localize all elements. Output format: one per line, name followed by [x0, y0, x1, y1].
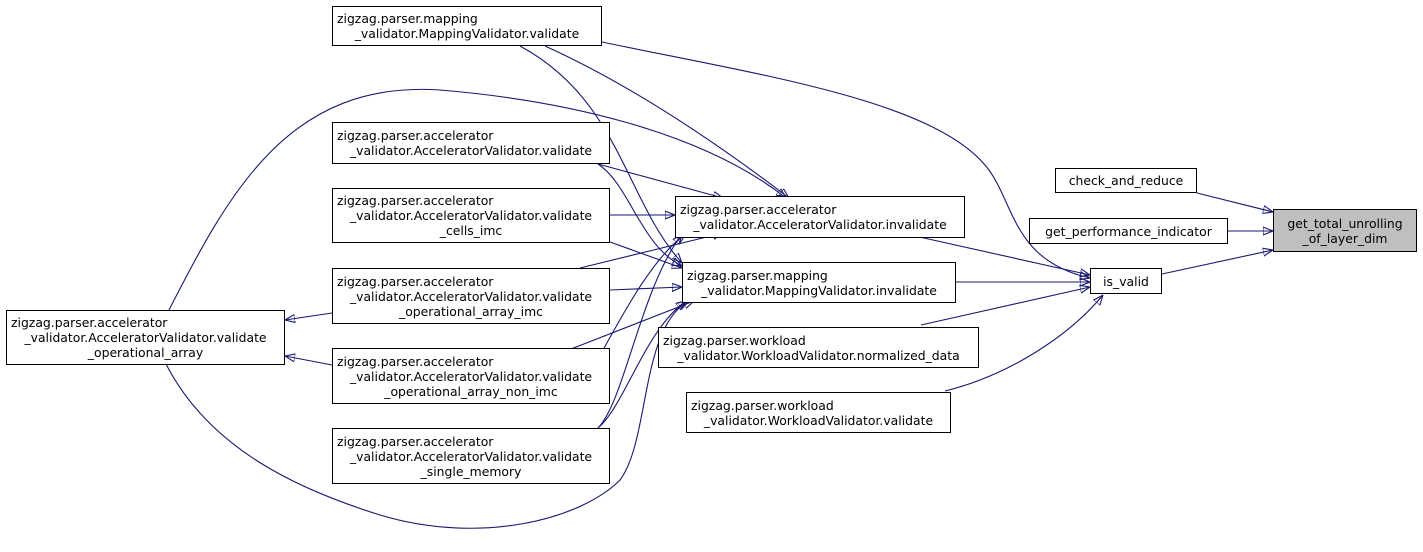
- node-get-total-unrolling-of-layer-dim: get_total_unrolling _of_layer_dim: [1273, 209, 1417, 252]
- node-label-line: _validator.MappingValidator.invalidate: [701, 282, 937, 298]
- node-mapping-validator-validate[interactable]: zigzag.parser.mapping _validator.Mapping…: [332, 6, 602, 46]
- node-label-line: _validator.AcceleratorValidator.validate: [349, 288, 593, 304]
- node-mapping-validator-invalidate[interactable]: zigzag.parser.mapping _validator.Mapping…: [682, 262, 956, 303]
- node-label-line: _validator.AcceleratorValidator.validate: [349, 448, 593, 464]
- edge-acc-validate-to-acc-invalidate: [597, 163, 723, 198]
- edge-acc-opar-non-imc-to-map-invalidate: [570, 301, 694, 350]
- node-label-line: is_valid: [1103, 273, 1149, 289]
- edge-acc-validate-to-map-invalidate: [597, 163, 682, 266]
- edge-acc-opar-imc-to-acc-opar: [285, 312, 333, 320]
- node-accelerator-validator-validate[interactable]: zigzag.parser.accelerator _validator.Acc…: [332, 122, 610, 164]
- edge-acc-opar-imc-to-map-invalidate: [609, 287, 682, 290]
- edge-acc-opar-non-imc-to-acc-opar: [285, 356, 333, 366]
- edge-acc-opar-to-acc-invalidate: [167, 88, 786, 313]
- edge-acc-single-mem-to-map-invalidate: [597, 301, 686, 429]
- node-label-line: _validator.WorkloadValidator.validate: [703, 412, 934, 428]
- node-label-line: zigzag.parser.accelerator: [11, 315, 168, 330]
- node-accelerator-validator-validate-operational-array[interactable]: zigzag.parser.accelerator _validator.Acc…: [6, 310, 285, 365]
- node-label-line: _of_layer_dim: [1302, 230, 1388, 246]
- node-accelerator-validator-validate-operational-array-imc[interactable]: zigzag.parser.accelerator _validator.Acc…: [332, 268, 610, 324]
- edge-is-valid-to-get-total-unrolling: [1161, 250, 1273, 275]
- node-label-line: zigzag.parser.accelerator: [337, 353, 494, 369]
- edge-acc-opar-to-map-invalidate: [165, 301, 688, 529]
- node-label-line: _validator.AcceleratorValidator.validate: [349, 208, 593, 223]
- node-label-line: check_and_reduce: [1068, 173, 1184, 188]
- node-label-line: zigzag.parser.workload: [663, 332, 806, 348]
- node-label-line: _validator.AcceleratorValidator.validate: [349, 368, 593, 384]
- node-label-line: zigzag.parser.accelerator: [337, 193, 494, 208]
- node-accelerator-validator-validate-single-memory[interactable]: zigzag.parser.accelerator _validator.Acc…: [332, 428, 610, 484]
- node-label-line: _validator.WorkloadValidator.normalized_…: [677, 347, 960, 363]
- node-is-valid[interactable]: is_valid: [1090, 268, 1162, 294]
- edge-acc-cells-imc-to-map-invalidate: [609, 241, 682, 268]
- node-label-line: zigzag.parser.accelerator: [680, 202, 837, 217]
- node-label-line: _validator.AcceleratorValidator.invalida…: [693, 217, 947, 232]
- edge-map-validate-to-is-valid: [601, 41, 1090, 278]
- node-label-line: _operational_array_imc: [399, 303, 543, 319]
- node-label-line: get_total_unrolling: [1287, 215, 1403, 231]
- node-label-line: zigzag.parser.accelerator: [337, 273, 494, 289]
- node-label-line: _operational_array_non_imc: [384, 383, 558, 399]
- node-label-line: zigzag.parser.mapping: [337, 11, 478, 26]
- node-get-performance-indicator[interactable]: get_performance_indicator: [1029, 218, 1228, 244]
- node-label-line: _validator.MappingValidator.validate: [354, 26, 580, 41]
- node-check-and-reduce[interactable]: check_and_reduce: [1055, 168, 1197, 193]
- node-label-line: _validator.AcceleratorValidator.validate: [349, 143, 593, 158]
- node-accelerator-validator-validate-cells-imc[interactable]: zigzag.parser.accelerator _validator.Acc…: [332, 188, 610, 243]
- node-label-line: _operational_array: [87, 345, 204, 360]
- edge-map-validate-to-acc-invalidate: [544, 45, 789, 198]
- node-label-line: zigzag.parser.accelerator: [337, 433, 494, 449]
- node-label-line: get_performance_indicator: [1045, 223, 1212, 239]
- node-label-line: _cells_imc: [439, 223, 503, 238]
- node-accelerator-validator-invalidate[interactable]: zigzag.parser.accelerator _validator.Acc…: [675, 196, 965, 238]
- node-label-line: zigzag.parser.accelerator: [337, 128, 494, 143]
- edge-wl-normalized-to-is-valid: [920, 287, 1090, 326]
- node-accelerator-validator-validate-operational-array-non-imc[interactable]: zigzag.parser.accelerator _validator.Acc…: [332, 348, 610, 404]
- node-workload-validator-normalized-data[interactable]: zigzag.parser.workload _validator.Worklo…: [658, 327, 979, 368]
- edge-wl-validate-to-is-valid: [944, 295, 1103, 392]
- edge-acc-opar-imc-to-acc-invalidate: [579, 233, 723, 269]
- edge-map-validate-to-map-invalidate: [519, 45, 682, 263]
- node-workload-validator-validate[interactable]: zigzag.parser.workload _validator.Worklo…: [686, 392, 951, 433]
- node-label-line: zigzag.parser.workload: [691, 397, 834, 413]
- node-label-line: zigzag.parser.mapping: [687, 267, 828, 283]
- edge-check-and-reduce-to-get-total-unrolling: [1196, 192, 1273, 212]
- node-label-line: _validator.AcceleratorValidator.validate: [24, 330, 267, 345]
- node-label-line: _single_memory: [420, 463, 522, 479]
